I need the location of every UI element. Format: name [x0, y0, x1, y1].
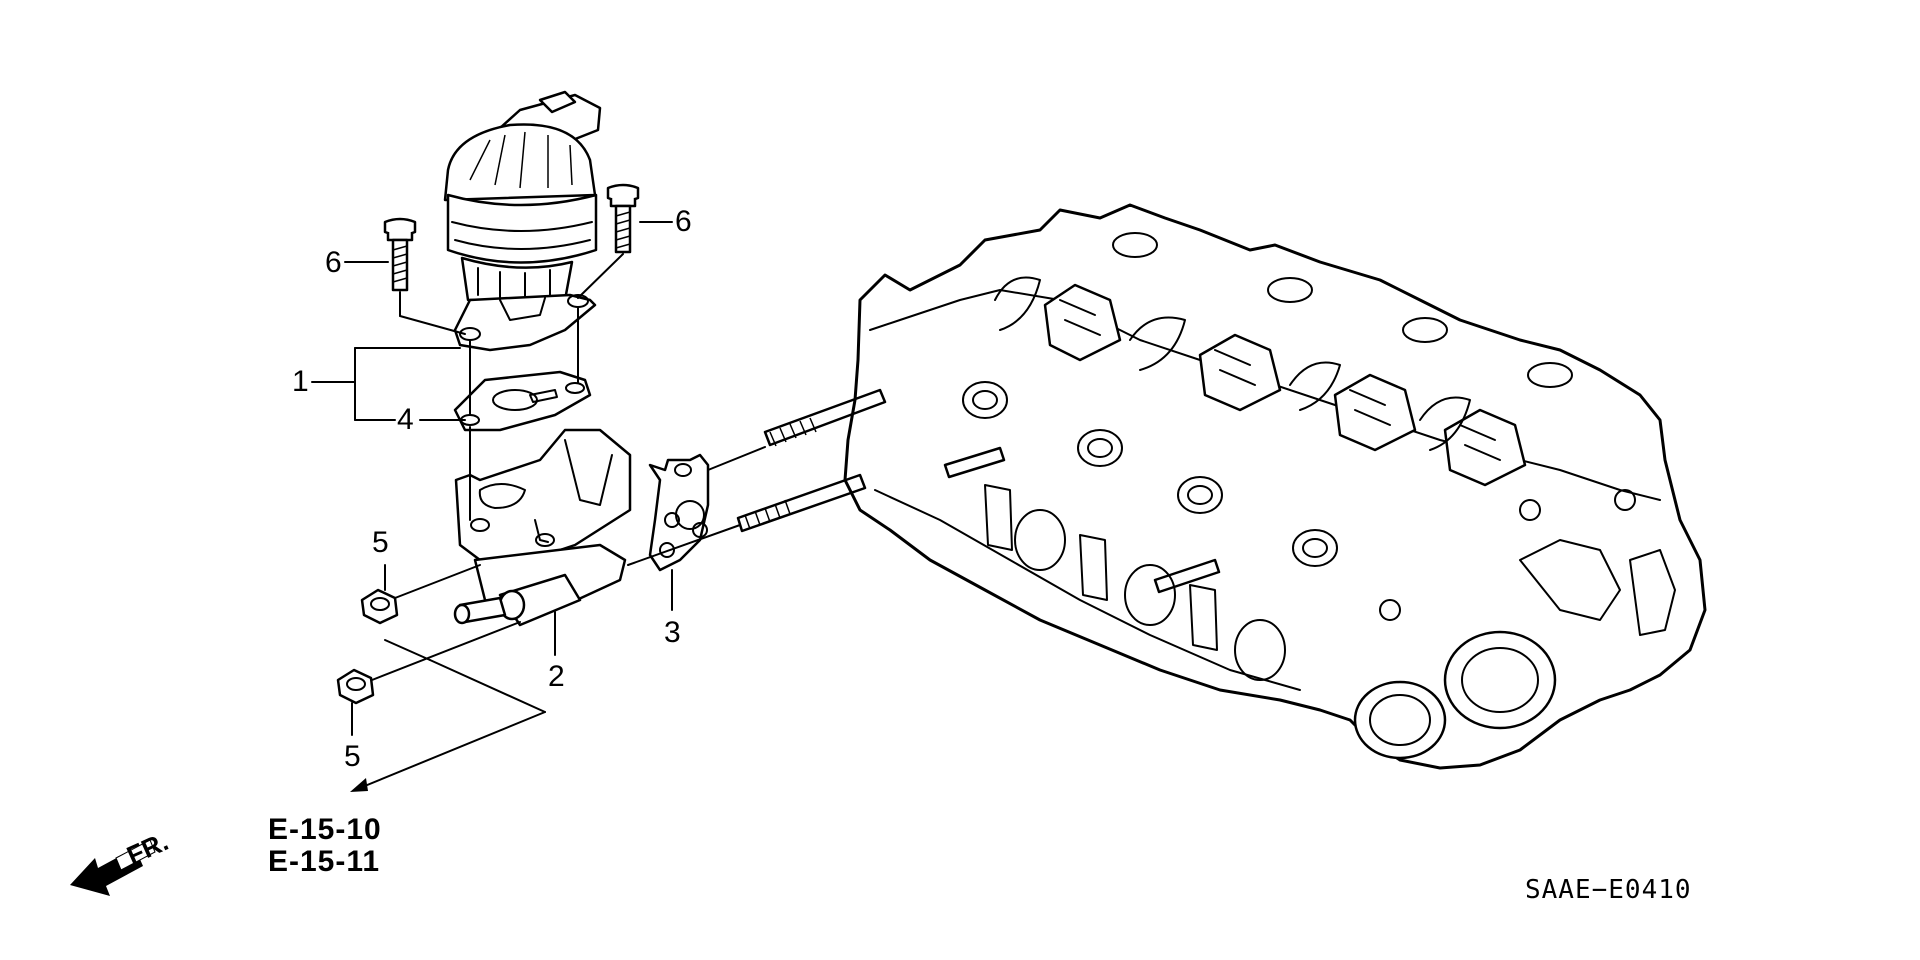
front-direction-arrow-icon [70, 839, 156, 896]
callout-part-1: 1 [292, 365, 309, 398]
callout-part-3: 3 [664, 616, 681, 649]
flange-bolt-right [606, 183, 640, 254]
cylinder-head-studs [736, 388, 1221, 594]
callout-part-2: 2 [548, 660, 565, 693]
leader-lines [311, 221, 766, 792]
egr-valve-gasket [453, 370, 592, 432]
callout-part-6-right: 6 [675, 205, 692, 238]
flange-bolt-left [383, 217, 417, 292]
cross-reference-2[interactable]: E-15-11 [268, 845, 381, 878]
callout-part-4: 4 [397, 403, 414, 436]
flange-nut-upper [360, 588, 399, 625]
diagram-code: SAAE−E0410 [1525, 875, 1692, 905]
callout-part-5-upper: 5 [372, 526, 389, 559]
callout-part-6-left: 6 [325, 246, 342, 279]
callout-part-5-lower: 5 [344, 740, 361, 773]
egr-pipe-adapter [453, 428, 632, 627]
cross-reference-1[interactable]: E-15-10 [268, 813, 382, 846]
pipe-gasket [648, 453, 710, 572]
cylinder-head [843, 203, 1707, 770]
egr-valve [443, 90, 602, 352]
flange-nut-lower [336, 668, 375, 705]
